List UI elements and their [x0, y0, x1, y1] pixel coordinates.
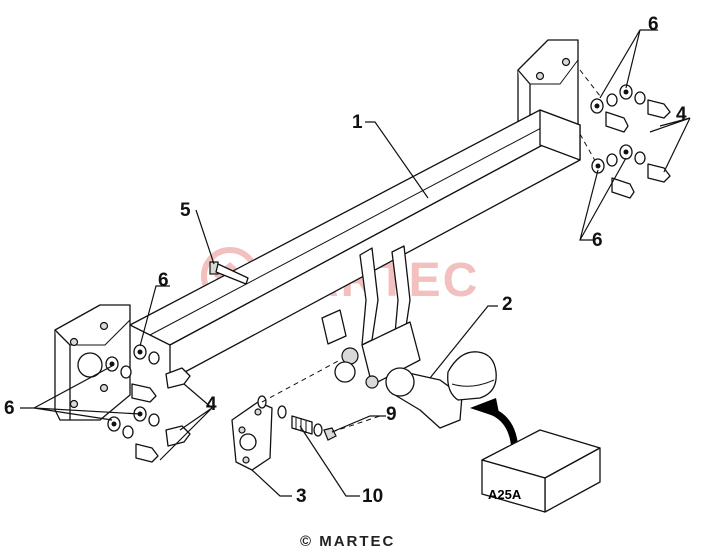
callout-6-far-left: 6 — [4, 398, 15, 419]
towing-hook — [385, 351, 497, 429]
callout-6-left: 6 — [158, 270, 169, 291]
bolt-part-5 — [209, 261, 249, 285]
electric-kit-box: A25A — [481, 429, 601, 513]
electric-kit-label: A25A — [488, 487, 522, 502]
crossbar-beam — [129, 109, 581, 381]
socket-plate — [231, 401, 273, 471]
callout-4-right: 4 — [676, 104, 687, 125]
right-fasteners — [590, 84, 671, 199]
callout-3: 3 — [296, 486, 307, 507]
callout-10: 10 — [362, 486, 383, 507]
callout-1: 1 — [352, 112, 363, 133]
left-mounting-bracket — [54, 304, 131, 421]
center-hanger — [321, 245, 421, 389]
callout-4-left: 4 — [206, 394, 217, 415]
callout-6-top-right: 6 — [648, 14, 659, 35]
footer-copyright: © MARTEC — [300, 533, 395, 550]
callout-labels: 1 2 3 4 4 5 6 6 6 6 9 10 — [4, 14, 687, 507]
callout-2: 2 — [502, 294, 513, 315]
callout-9: 9 — [386, 404, 397, 425]
callout-6-bottom-right: 6 — [592, 230, 603, 251]
callout-5: 5 — [180, 200, 191, 221]
leader-lines — [20, 29, 691, 497]
